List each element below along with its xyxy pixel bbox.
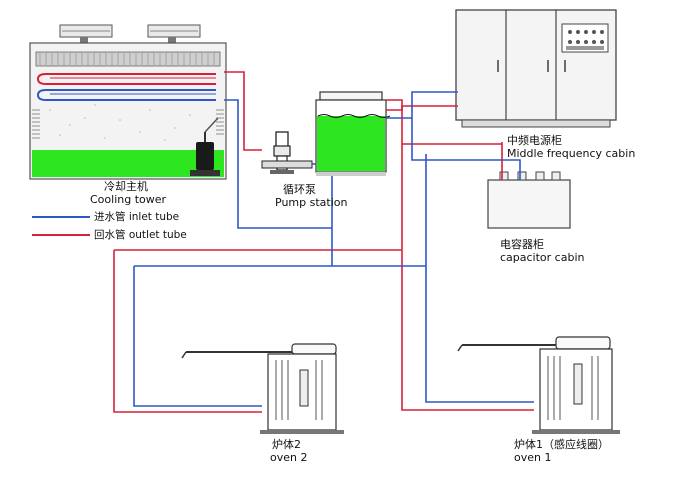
oven1-label-cn: 炉体1（感应线圈） — [514, 438, 609, 451]
oven-2 — [181, 343, 344, 434]
pump-station — [261, 131, 313, 174]
mf-cabinet — [455, 9, 617, 128]
tower-pump — [190, 117, 220, 176]
mf-cabin-label-en: Middle frequency cabin — [507, 147, 636, 160]
outlet-piping — [113, 71, 534, 413]
pump-label-cn: 循环泵 — [283, 183, 316, 196]
capacitor-cabinet — [487, 171, 571, 229]
oven2-label-en: oven 2 — [270, 451, 308, 464]
legend-inlet-label: 进水管 inlet tube — [94, 211, 180, 223]
tower-fan-left — [59, 24, 113, 43]
mf-cabin-label-cn: 中频电源柜 — [507, 134, 562, 147]
oven-1 — [457, 336, 620, 434]
oven1-label-en: oven 1 — [514, 451, 552, 464]
tower-coil — [36, 73, 216, 101]
pump-label-en: Pump station — [275, 196, 348, 209]
inlet-piping — [133, 91, 534, 407]
water-tank — [315, 91, 391, 176]
tower-fan-right — [147, 24, 201, 43]
oven2-label-cn: 炉体2 — [272, 438, 301, 451]
tower-texture — [49, 104, 191, 141]
cap-cabin-label-cn: 电容器柜 — [500, 238, 544, 251]
legend-outlet-label: 回水管 outlet tube — [94, 229, 187, 241]
cooling-tower-label-en: Cooling tower — [90, 193, 167, 206]
tank-water — [317, 116, 385, 171]
cooling-tower — [29, 24, 227, 180]
cooling-tower-label-cn: 冷却主机 — [104, 180, 148, 193]
cap-cabin-label-en: capacitor cabin — [500, 251, 585, 264]
